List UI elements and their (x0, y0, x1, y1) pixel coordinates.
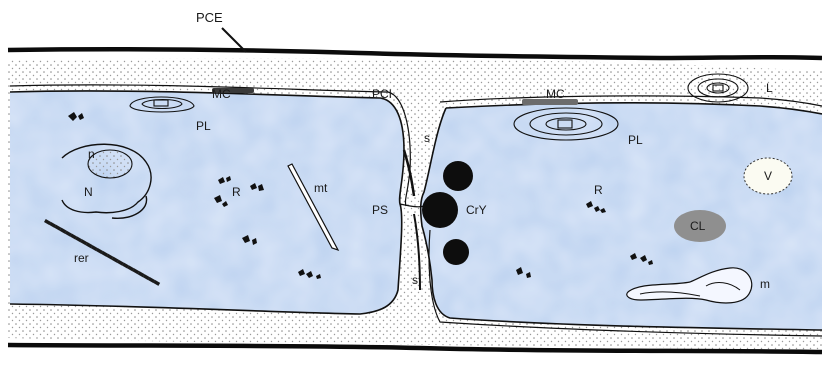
label-mc-right: MC (546, 87, 565, 101)
label-rer: rer (74, 251, 89, 265)
label-n-small: n (88, 147, 95, 161)
label-ps: PS (372, 203, 388, 217)
outer-wall-top (8, 49, 822, 58)
label-s-top: s (424, 131, 430, 145)
label-r-left: R (232, 185, 241, 199)
label-m: m (760, 277, 770, 291)
crystal-bottom (443, 239, 469, 265)
label-l: L (766, 81, 773, 95)
crystal-middle (422, 192, 458, 228)
label-pci: PCI (372, 87, 392, 101)
label-pce: PCE (196, 10, 223, 25)
label-pl-left: PL (196, 119, 211, 133)
label-pl-right: PL (628, 133, 643, 147)
label-s-bottom: s (412, 273, 418, 287)
label-n-big: N (84, 185, 93, 199)
label-mt: mt (314, 181, 328, 195)
label-mc-left: MC (212, 87, 231, 101)
crystal-top (443, 161, 473, 191)
label-cl: CL (690, 219, 706, 233)
label-v: V (764, 169, 772, 183)
label-cry: CrY (466, 203, 487, 217)
label-r-right: R (594, 183, 603, 197)
